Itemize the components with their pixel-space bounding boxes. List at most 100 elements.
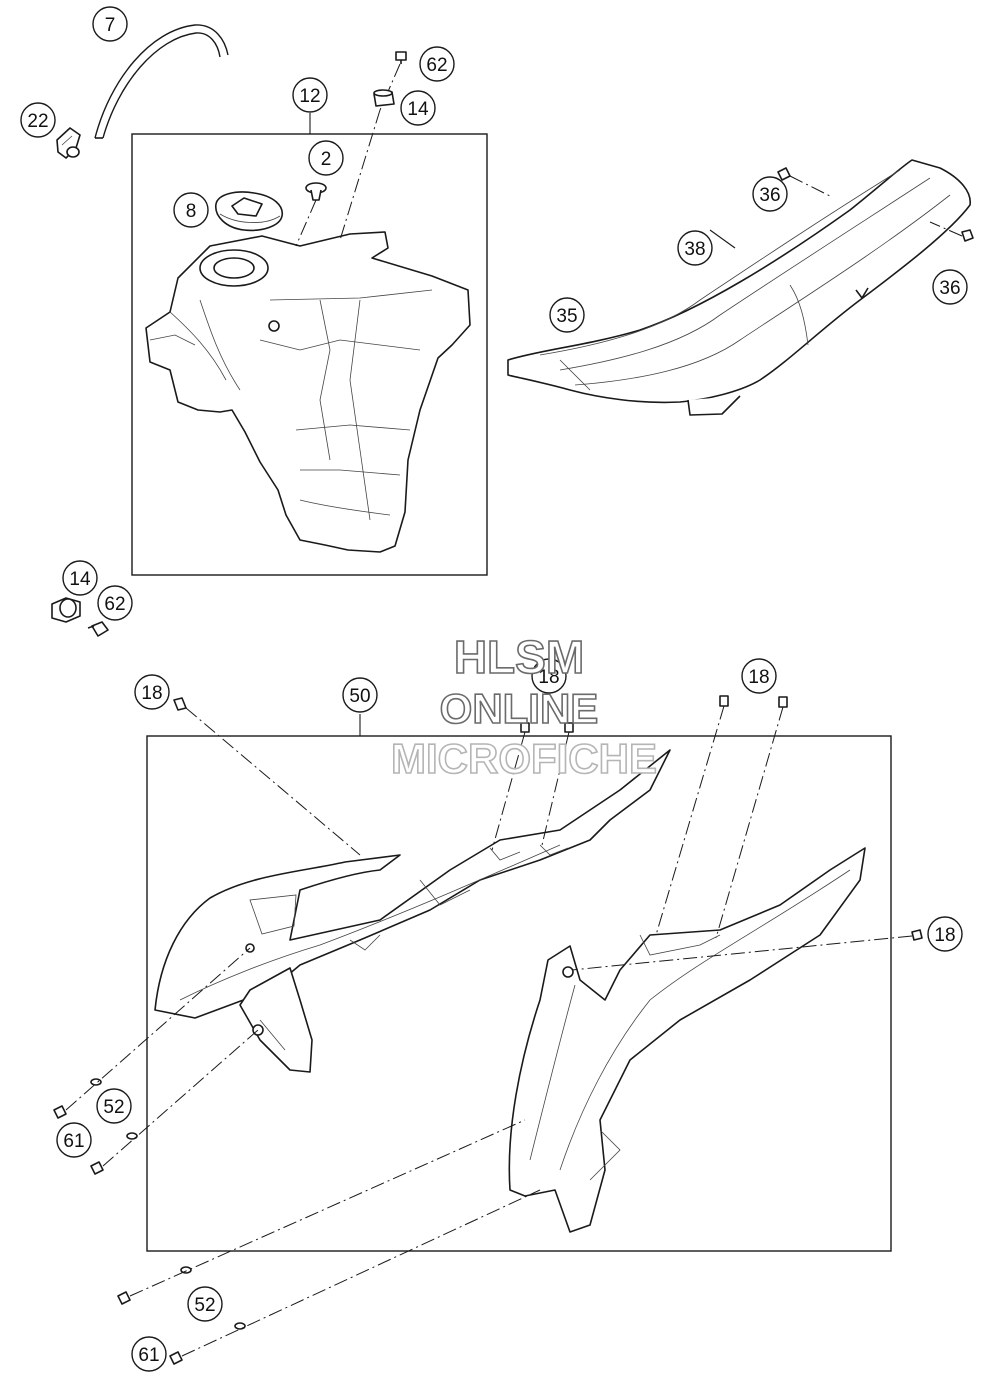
callout-label: 22 <box>27 111 48 132</box>
tank-spacer-top[interactable] <box>373 89 395 107</box>
callout-38[interactable]: 38 <box>677 230 713 266</box>
seat-bolt-rear[interactable] <box>961 229 974 242</box>
callout-label: 18 <box>748 667 769 688</box>
callout-label: 12 <box>299 86 320 107</box>
callout-label: 38 <box>684 239 705 260</box>
screw-left-upper-leader <box>65 947 251 1111</box>
tank-bolt-top[interactable] <box>395 51 407 64</box>
callout-label: 62 <box>426 55 447 76</box>
callout-circle <box>292 77 328 113</box>
callout-circle <box>400 90 436 126</box>
screw-left-lower[interactable] <box>90 1132 138 1175</box>
panel-bolt-center-b[interactable] <box>564 722 574 733</box>
callout-circle <box>927 916 963 952</box>
watermark-line3: MICROFICHE <box>391 735 657 782</box>
seat-bolt-rear-leader <box>929 221 963 237</box>
fuel-tank[interactable] <box>145 231 471 553</box>
callout-circle <box>932 269 968 305</box>
panel-bolt-center-a[interactable] <box>520 722 530 733</box>
screw-left-lower-leader <box>102 1029 259 1167</box>
callout-8[interactable]: 8 <box>173 192 209 228</box>
callout-circle <box>20 102 56 138</box>
elbow-fitting[interactable] <box>56 127 81 159</box>
callout-14[interactable]: 14 <box>62 560 98 596</box>
side-panel-left[interactable] <box>154 749 671 1073</box>
callout-14[interactable]: 14 <box>400 90 436 126</box>
callout-circle <box>741 658 777 694</box>
callout-circle <box>96 1088 132 1124</box>
watermark-line2: ONLINE <box>440 685 599 732</box>
tank-bolt-lower[interactable] <box>87 621 109 637</box>
fuel-cap[interactable] <box>215 191 283 232</box>
tank-bolt-top-leader <box>379 63 401 111</box>
screw-bottom-upper[interactable] <box>117 1266 192 1305</box>
callout-circle <box>134 674 170 710</box>
callout-circle <box>62 560 98 596</box>
callout-18[interactable]: 18 <box>134 674 170 710</box>
tank-spacer-top-leader <box>339 109 381 241</box>
callout-label: 18 <box>538 667 559 688</box>
callout-38-leader <box>709 229 736 249</box>
vent-valve-leader <box>295 199 317 247</box>
callout-36[interactable]: 36 <box>752 176 788 212</box>
callout-circle <box>342 677 378 713</box>
callout-61[interactable]: 61 <box>131 1336 167 1372</box>
callout-label: 52 <box>103 1097 124 1118</box>
callout-circle <box>308 140 344 176</box>
seat-bolt-front[interactable] <box>777 167 791 181</box>
watermark-line1: HLSM <box>454 631 584 683</box>
callout-label: 61 <box>138 1345 159 1366</box>
callout-62[interactable]: 62 <box>419 46 455 82</box>
callout-circle <box>187 1286 223 1322</box>
callout-61[interactable]: 61 <box>56 1122 92 1158</box>
panel-bolt-right-a[interactable] <box>719 695 729 707</box>
callout-circle <box>92 6 128 42</box>
screw-left-upper[interactable] <box>53 1078 102 1119</box>
callout-label: 36 <box>759 185 780 206</box>
tank-spacer-lower[interactable] <box>51 597 81 623</box>
callout-36[interactable]: 36 <box>932 269 968 305</box>
callout-label: 61 <box>63 1131 84 1152</box>
callout-label: 52 <box>194 1295 215 1316</box>
callout-label: 18 <box>141 683 162 704</box>
callout-18[interactable]: 18 <box>531 658 567 694</box>
panel-bolt-left[interactable] <box>173 697 187 711</box>
callout-circle <box>677 230 713 266</box>
panel-bolt-right-b[interactable] <box>778 696 788 708</box>
callout-label: 62 <box>104 594 125 615</box>
callout-52[interactable]: 52 <box>96 1088 132 1124</box>
callout-2[interactable]: 2 <box>308 140 344 176</box>
callout-52[interactable]: 52 <box>187 1286 223 1322</box>
callout-label: 8 <box>186 201 197 222</box>
callout-label: 14 <box>69 569 91 590</box>
callout-circle <box>97 585 133 621</box>
callout-label: 7 <box>105 15 116 36</box>
callout-12[interactable]: 12 <box>292 77 328 113</box>
callout-62[interactable]: 62 <box>97 585 133 621</box>
panel-bolt-left-leader <box>185 707 361 856</box>
breather-hose[interactable] <box>94 24 229 139</box>
callout-18[interactable]: 18 <box>927 916 963 952</box>
screw-bottom-lower[interactable] <box>169 1322 246 1365</box>
screw-bottom-lower-leader <box>181 1189 541 1357</box>
callout-label: 36 <box>939 278 960 299</box>
callout-circle <box>173 192 209 228</box>
vent-valve[interactable] <box>305 182 327 201</box>
callout-7[interactable]: 7 <box>92 6 128 42</box>
screw-bottom-upper-leader <box>129 1119 526 1297</box>
callout-22[interactable]: 22 <box>20 102 56 138</box>
callout-50[interactable]: 50 <box>342 677 378 713</box>
callout-circle <box>752 176 788 212</box>
seat[interactable] <box>507 159 971 416</box>
panel-bolt-far-right-leader <box>571 935 913 971</box>
callout-label: 18 <box>934 925 955 946</box>
seat-bolt-front-leader <box>789 175 831 197</box>
callout-18[interactable]: 18 <box>741 658 777 694</box>
callout-circle <box>131 1336 167 1372</box>
callout-label: 50 <box>349 686 370 707</box>
side-panel-right[interactable] <box>508 847 866 1233</box>
callout-label: 35 <box>556 306 577 327</box>
panel-bolt-far-right[interactable] <box>911 929 923 941</box>
callout-35[interactable]: 35 <box>549 297 585 333</box>
callout-circle <box>419 46 455 82</box>
